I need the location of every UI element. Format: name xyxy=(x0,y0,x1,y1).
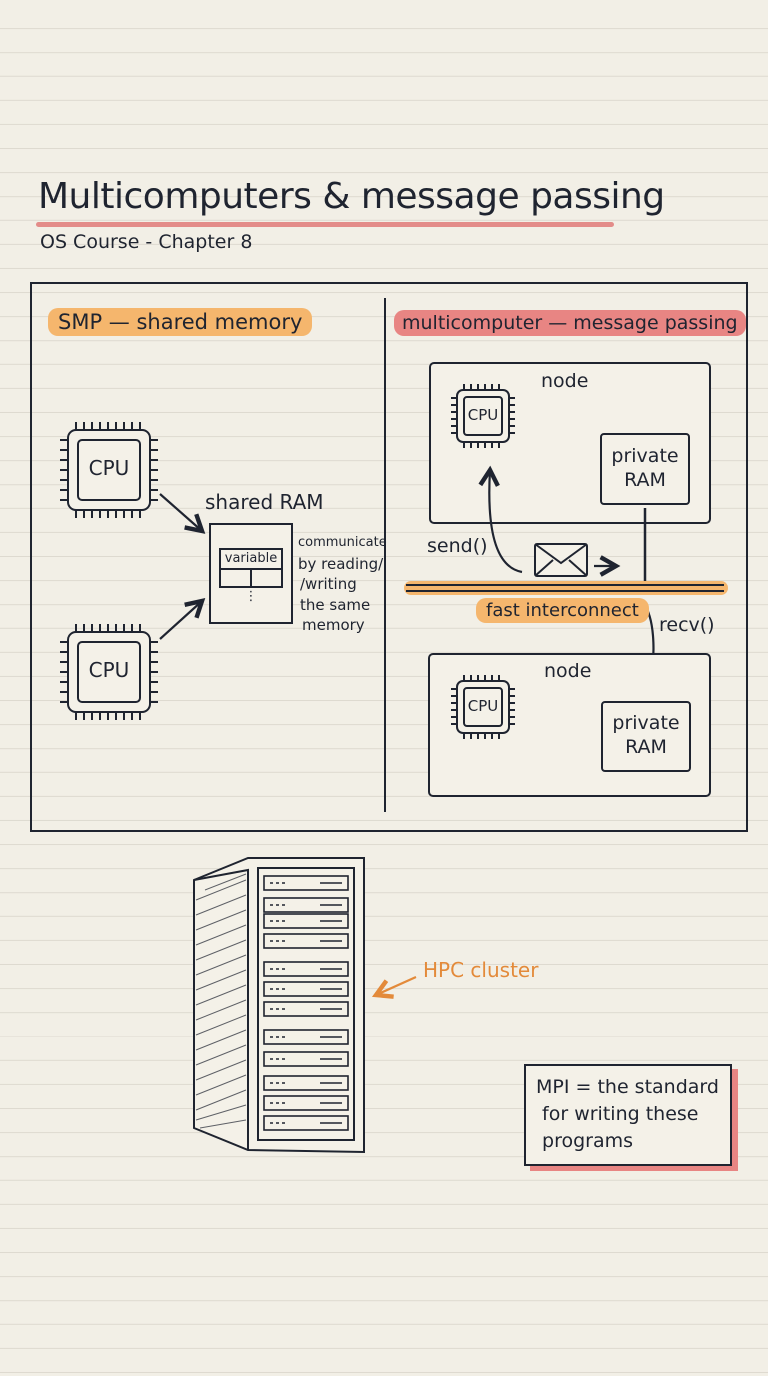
server-rack-icon xyxy=(193,857,365,1154)
recv-label: recv() xyxy=(659,614,715,636)
note-line: by reading/ xyxy=(298,554,384,573)
multicomputer-heading: multicomputer — message passing xyxy=(394,310,746,336)
diagram-frame xyxy=(30,282,748,832)
private-ram-line: RAM xyxy=(625,736,667,758)
mpi-note-text: MPI = the standard for writing these pro… xyxy=(536,1076,719,1152)
ram-ellipsis: ⋮ xyxy=(244,589,258,604)
private-ram-label: private RAM xyxy=(602,711,690,759)
cpu-label: CPU xyxy=(467,697,499,715)
hpc-pointer-arrow xyxy=(376,975,417,995)
send-arrow xyxy=(489,470,523,574)
smp-note: communicate by reading/ /writing the sam… xyxy=(298,533,387,636)
node-bottom-label: node xyxy=(544,660,592,682)
note-line: the same xyxy=(300,595,371,614)
cpu-label: CPU xyxy=(88,658,130,682)
private-ram-line: RAM xyxy=(624,469,666,491)
page-title: Multicomputers & message passing xyxy=(38,176,665,217)
send-label: send() xyxy=(427,535,488,557)
cpu-to-ram-arrow xyxy=(159,601,202,640)
node-top-label: node xyxy=(541,370,589,392)
panel-divider xyxy=(384,298,386,812)
hpc-cluster-label: HPC cluster xyxy=(423,958,539,982)
mpi-note-box: MPI = the standard for writing these pro… xyxy=(524,1064,732,1166)
title-underline xyxy=(36,222,614,227)
cpu-label: CPU xyxy=(467,406,499,424)
cpu-chip-icon xyxy=(451,384,515,448)
private-ram-box xyxy=(601,701,691,772)
interconnect-highlight xyxy=(404,581,728,595)
note-line: /writing xyxy=(300,575,357,593)
cpu-to-ram-arrow xyxy=(159,493,202,531)
note-line: memory xyxy=(302,616,365,634)
private-ram-label: private RAM xyxy=(601,444,689,492)
private-ram-line: private xyxy=(611,445,679,467)
envelope-icon xyxy=(534,543,588,577)
cpu-chip-icon xyxy=(60,422,158,518)
private-ram-line: private xyxy=(612,712,680,734)
shared-ram-box xyxy=(209,523,293,624)
variable-label: variable xyxy=(224,551,278,566)
cpu-label: CPU xyxy=(88,456,130,480)
cpu-chip-icon xyxy=(60,624,158,720)
private-ram-box xyxy=(600,433,690,505)
shared-ram-label: shared RAM xyxy=(205,490,324,514)
note-line: communicate xyxy=(298,535,387,550)
interconnect-label: fast interconnect xyxy=(476,598,649,623)
smp-heading: SMP — shared memory xyxy=(48,308,313,336)
cpu-chip-icon xyxy=(451,675,515,739)
page-subtitle: OS Course - Chapter 8 xyxy=(40,231,253,253)
